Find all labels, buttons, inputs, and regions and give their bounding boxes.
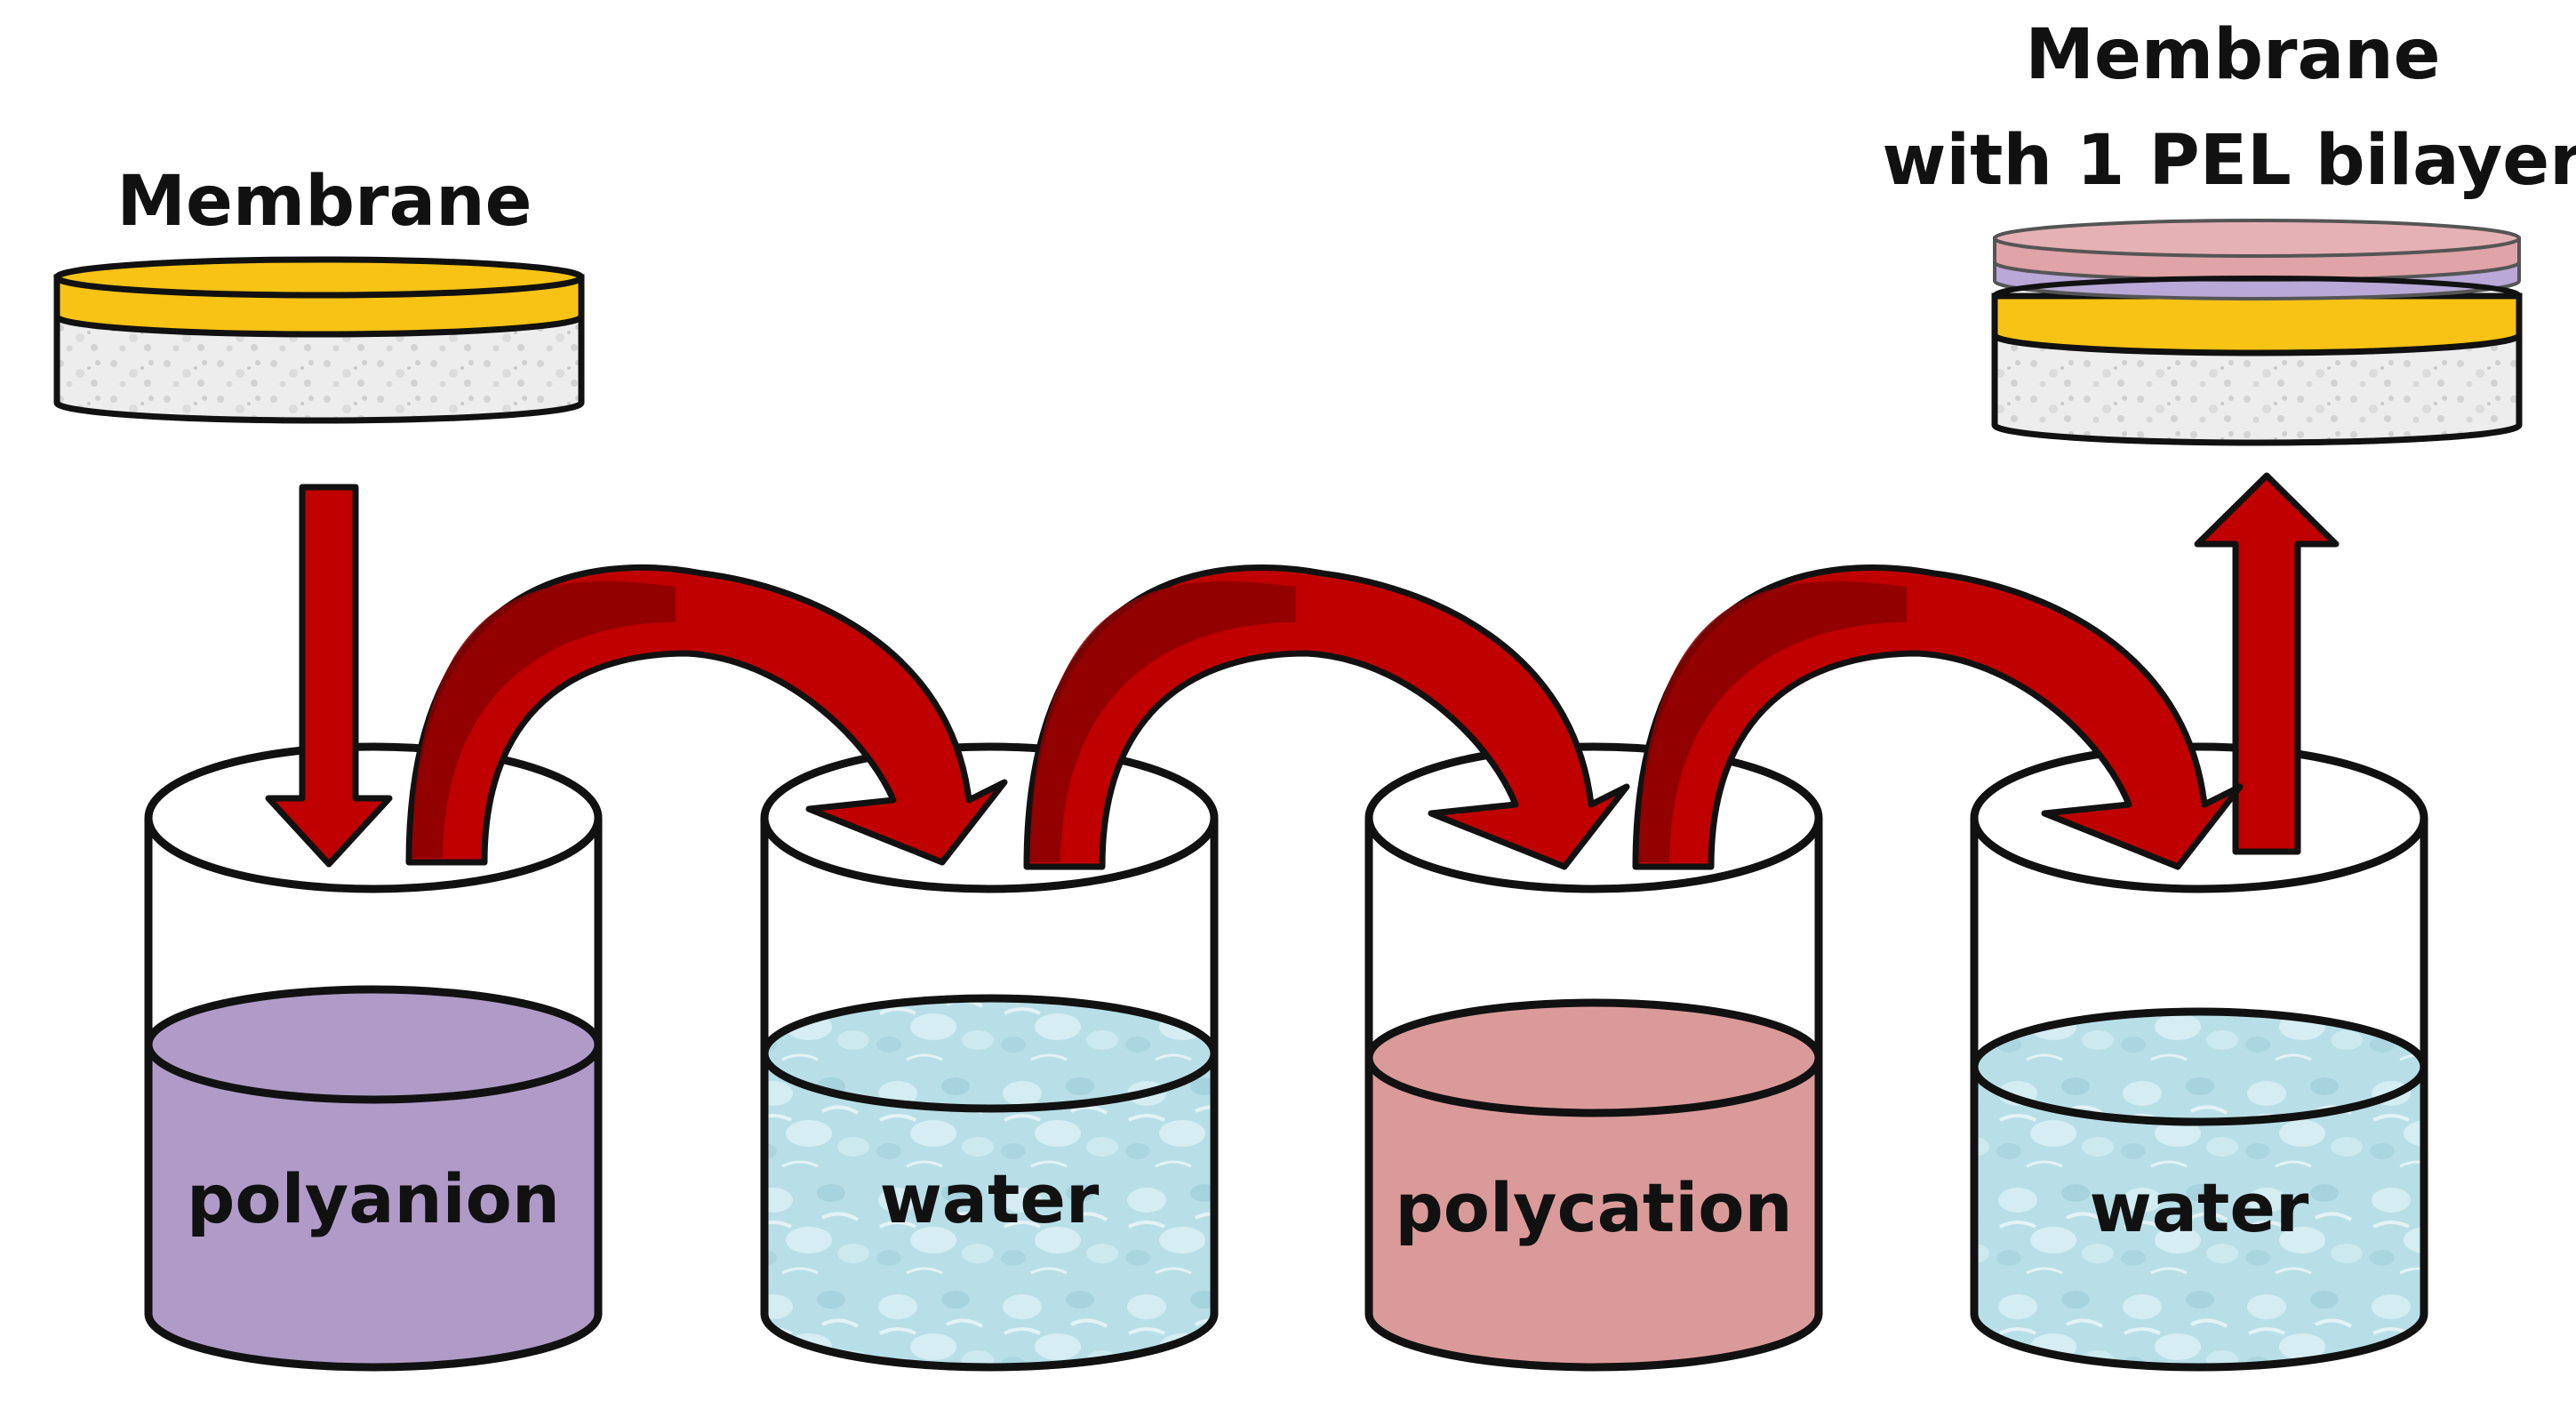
liquid-surface [1970,1007,2428,1126]
membrane-end-label-line1: Membrane [2025,15,2440,95]
beaker-top-rim [760,742,1219,893]
membrane-end-label-line2: with 1 PEL bilayer [1882,121,2576,201]
beaker-bottom [1970,1313,2428,1372]
arrow-layer [265,472,2340,870]
curved-arrow-1 [405,564,1008,866]
beaker-bottom [144,1313,603,1372]
beaker-label-water-2: water [2090,1168,2309,1247]
curved-arrow-shade [1030,580,1296,862]
beaker-water-2: water [1970,742,2428,1372]
curved-arrow-3 [1632,564,2244,870]
liquid-surface [760,994,1219,1113]
beaker-polycation: polycation [1364,742,1823,1372]
membrane-end-disc [1991,219,2523,446]
liquid-body [148,1045,598,1367]
liquid-body [1369,1058,1819,1367]
arrow-up-icon [2194,472,2340,855]
liquid-body [764,1053,1214,1367]
beaker-top-rim [144,742,603,893]
liquid-surface [144,985,603,1104]
membrane-start-disc [53,256,585,424]
beaker-bottom [1364,1313,1823,1372]
beaker-polyanion: polyanion [144,742,603,1372]
liquid-surface [1364,998,1823,1117]
beaker-bottom [760,1313,1219,1372]
beaker-water-1: water [760,742,1219,1372]
beaker-top-rim [1364,742,1823,893]
curved-arrow-shade [1639,580,1907,862]
curved-arrow-2 [1023,564,1630,870]
liquid-body [1974,1067,2424,1367]
beaker-label-polyanion: polyanion [187,1159,560,1238]
beaker-top-rim [1970,742,2428,893]
curved-arrow-shade [412,580,676,858]
arrow-down-icon [265,484,393,868]
beaker-label-water-1: water [880,1159,1100,1238]
beaker-label-polycation: polycation [1395,1168,1792,1247]
membrane-start-label: Membrane [116,162,532,242]
beaker-row: polyanion water polycation water [144,742,2428,1372]
